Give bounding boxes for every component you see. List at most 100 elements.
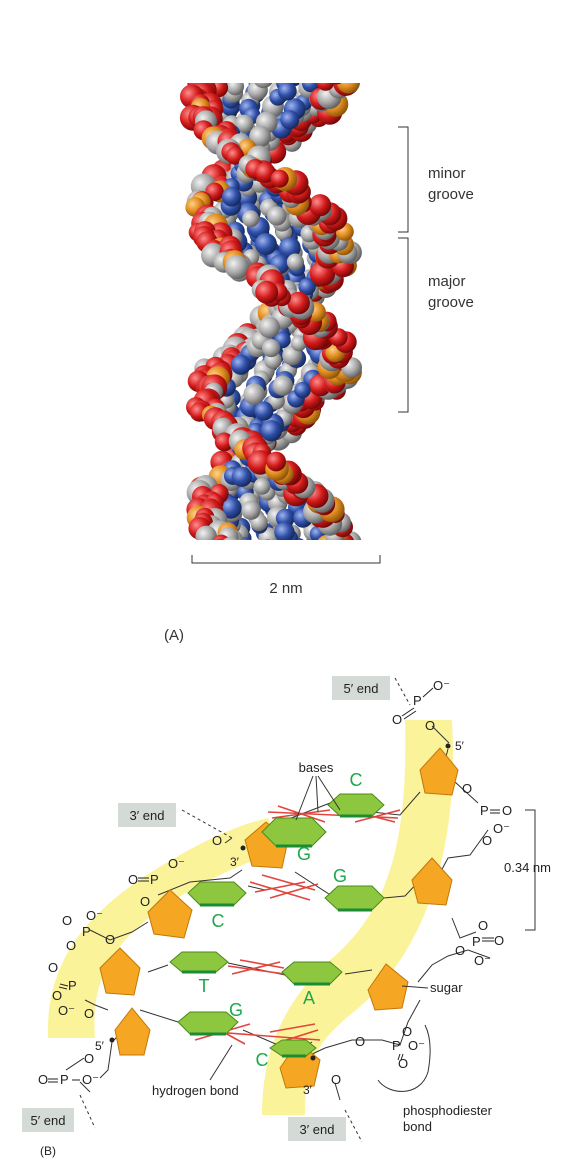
phosphodiester-label-2: bond	[403, 1119, 432, 1134]
end-label-bottom-right: 3′ end	[300, 1122, 335, 1137]
sugar-6	[147, 889, 193, 939]
atom-sphere	[280, 110, 300, 130]
svg-text:O: O	[62, 913, 72, 928]
svg-text:O⁻: O⁻	[58, 1003, 75, 1018]
major-groove-bracket	[398, 237, 409, 413]
base-g-top	[261, 817, 327, 847]
atom-sphere	[254, 162, 276, 183]
phosphodiester-label-1: phosphodiester	[403, 1103, 493, 1118]
base-letter-c-bottom: C	[256, 1050, 269, 1070]
sugar-label: sugar	[430, 980, 463, 995]
base-letter-g-top: G	[297, 844, 311, 864]
minor-groove-bracket	[398, 126, 409, 233]
svg-text:O: O	[331, 1072, 341, 1087]
svg-text:P: P	[60, 1072, 69, 1087]
sugar-2	[411, 857, 453, 906]
atom-sphere	[298, 278, 316, 296]
svg-text:O⁻: O⁻	[433, 678, 450, 693]
spacing-bracket	[525, 809, 536, 931]
end-label-upper-left: 3′ end	[130, 808, 165, 823]
atom-sphere	[254, 83, 273, 89]
end-label-bottom-left: 5′ end	[31, 1113, 66, 1128]
svg-text:O: O	[140, 894, 150, 909]
atom-sphere	[279, 236, 301, 259]
bases-label: bases	[299, 760, 334, 775]
prime-3-bottom: 3′	[303, 1083, 313, 1097]
atom-sphere	[316, 83, 335, 91]
svg-text:P: P	[413, 693, 422, 708]
atom-sphere	[286, 253, 304, 271]
base-letter-c-top: C	[350, 770, 363, 790]
atom-sphere	[223, 536, 239, 540]
svg-text:O⁻: O⁻	[408, 1038, 425, 1053]
svg-text:O: O	[462, 781, 472, 796]
atom-sphere	[231, 466, 252, 487]
atom-sphere	[249, 125, 271, 148]
space-filling-helix: minor groove major groove 2 nm (A)	[164, 83, 474, 644]
svg-text:O⁻: O⁻	[86, 908, 103, 923]
base-edges	[182, 814, 372, 1058]
svg-text:O: O	[402, 1024, 412, 1039]
bases	[169, 793, 385, 1057]
panel-a-label: (A)	[164, 627, 184, 644]
atom-sphere	[241, 500, 261, 520]
atom-sphere	[224, 254, 250, 280]
minor-groove-label-1: minor	[428, 165, 466, 182]
end-box-upper-left	[118, 803, 176, 827]
svg-text:O: O	[355, 1034, 365, 1049]
atom-sphere	[226, 83, 245, 96]
atom-sphere	[262, 339, 281, 358]
hbond-2	[249, 874, 319, 901]
svg-text:O: O	[502, 803, 512, 818]
base-letter-g-2: G	[333, 866, 347, 886]
sugar-3	[367, 963, 409, 1011]
atom-sphere	[330, 83, 342, 85]
atom-sphere	[275, 508, 295, 528]
end-box-bottom-right	[288, 1117, 346, 1141]
atom-sphere	[287, 291, 310, 315]
phosphodiester-bracket	[377, 1024, 431, 1092]
atom-sphere	[195, 525, 217, 540]
atom-sphere	[264, 539, 271, 540]
atom-sphere	[274, 522, 295, 540]
sugar-8	[114, 1007, 151, 1056]
base-t	[169, 951, 229, 973]
svg-text:P: P	[480, 803, 489, 818]
atom-sphere	[221, 187, 242, 207]
helix-atoms	[179, 83, 362, 540]
svg-text:O: O	[105, 932, 115, 947]
base-letter-c-2: C	[212, 911, 225, 931]
atom-sphere	[253, 477, 271, 495]
atom-sphere	[272, 375, 293, 396]
atom-sphere	[260, 420, 282, 442]
atom-sphere	[270, 169, 289, 188]
base-c-2	[187, 881, 247, 906]
scale-label: 2 nm	[269, 580, 302, 597]
svg-text:O: O	[84, 1006, 94, 1021]
svg-text:O⁻: O⁻	[82, 1072, 99, 1087]
hbond-3	[227, 959, 286, 975]
left-backbone-ribbon	[47, 818, 283, 1038]
svg-text:O: O	[425, 718, 435, 733]
prime-3-left: 3′	[230, 855, 240, 869]
base-letters: C G G C T A G C	[199, 770, 363, 1070]
base-letter-a: A	[303, 988, 315, 1008]
atom-sphere	[242, 210, 260, 228]
atom-sphere	[214, 432, 234, 452]
atom-sphere	[243, 383, 265, 406]
svg-text:O: O	[84, 1051, 94, 1066]
atom-sphere	[215, 538, 226, 540]
atom-sphere	[294, 381, 311, 399]
atom-sphere	[254, 401, 274, 421]
sugar-1	[419, 747, 459, 796]
svg-text:P: P	[472, 934, 481, 949]
atom-sphere	[277, 83, 297, 101]
major-groove-label-2: groove	[428, 294, 474, 311]
atom-sphere	[235, 114, 254, 133]
svg-text:O: O	[66, 938, 76, 953]
svg-text:O: O	[392, 712, 402, 727]
end-box-top-right	[332, 676, 390, 700]
svg-text:O: O	[38, 1072, 48, 1087]
sugars	[99, 747, 459, 1089]
svg-text:O: O	[128, 872, 138, 887]
